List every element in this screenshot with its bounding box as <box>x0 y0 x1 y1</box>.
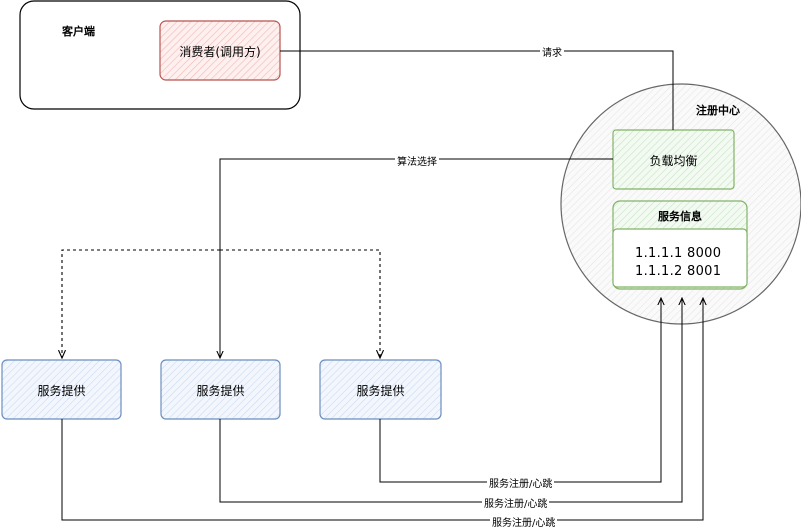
request-edge <box>280 50 674 130</box>
load-balancer-label: 负载均衡 <box>649 154 698 168</box>
service-info-entry: 1.1.1.2 8001 <box>635 264 722 279</box>
provider-label: 服务提供 <box>196 384 245 398</box>
heartbeat-edge-label: 服务注册/心跳 <box>487 475 555 490</box>
consumer-label: 消费者(调用方) <box>179 45 261 59</box>
registry-title: 注册中心 <box>696 104 740 117</box>
dashed-branch-edge <box>220 249 380 358</box>
provider-label: 服务提供 <box>356 384 405 398</box>
request-edge-label: 请求 <box>540 44 564 59</box>
heartbeat-edge <box>219 298 682 503</box>
heartbeat-edge-label: 服务注册/心跳 <box>490 514 558 529</box>
algorithm-edge <box>220 158 613 358</box>
client-title: 客户端 <box>62 25 95 38</box>
heartbeat-edge <box>61 298 703 521</box>
service-info-list <box>612 228 748 288</box>
heartbeat-edge-label: 服务注册/心跳 <box>482 495 550 510</box>
dashed-branch-edge <box>62 249 220 358</box>
service-info-entry: 1.1.1.1 8000 <box>635 246 722 261</box>
service-info-header: 服务信息 <box>658 210 702 223</box>
algorithm-edge-label: 算法选择 <box>395 153 439 168</box>
provider-label: 服务提供 <box>37 384 86 398</box>
